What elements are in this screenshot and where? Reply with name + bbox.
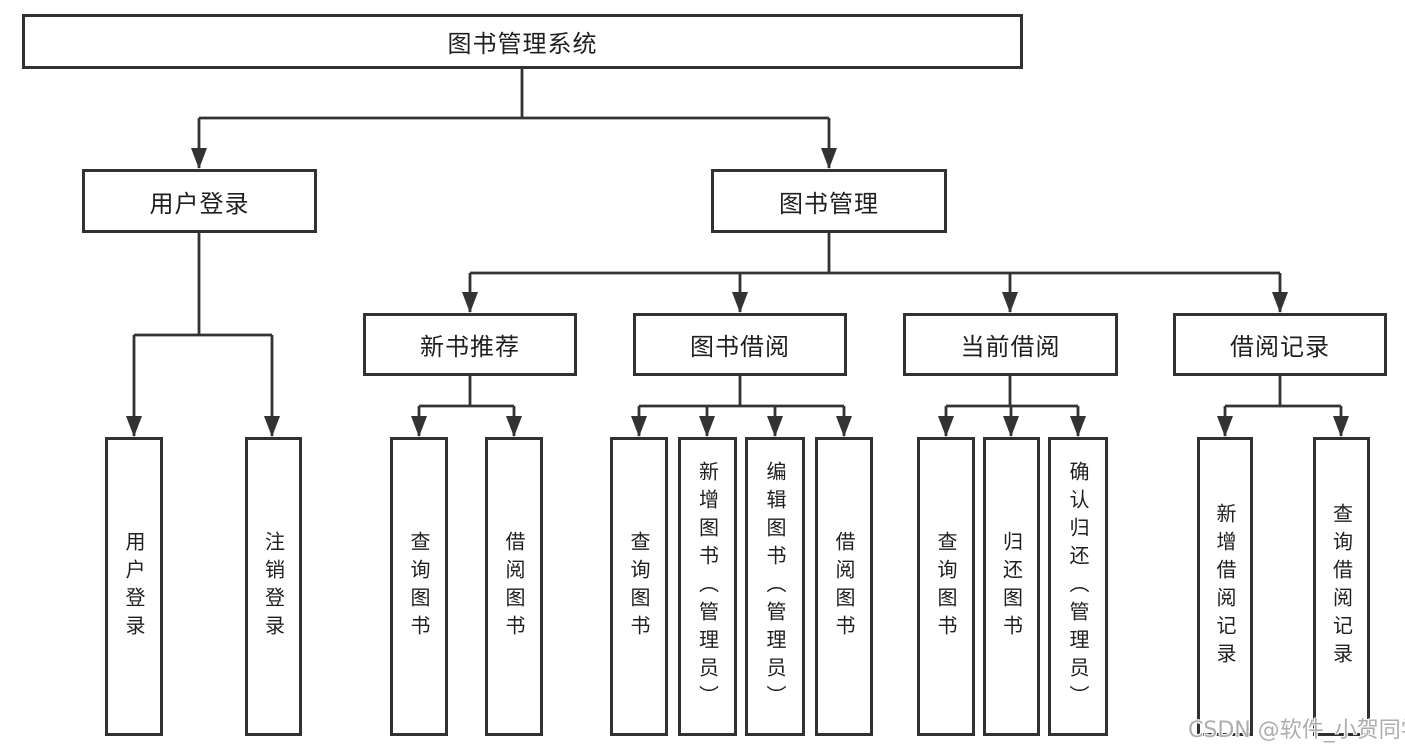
node-borrowing-records: 借阅记录 (1173, 313, 1387, 376)
node-current-borrowing: 当前借阅 (903, 313, 1118, 376)
leaf-borrow-books-2: 借阅图书 (815, 437, 873, 736)
leaf-confirm-return-admin: 确认归还（管理员） (1048, 437, 1108, 736)
leaf-return-books: 归还图书 (983, 437, 1040, 736)
leaf-query-borrow-record: 查询借阅记录 (1313, 437, 1370, 736)
leaf-add-book-admin: 新增图书（管理员） (678, 437, 737, 736)
node-book-management: 图书管理 (711, 169, 947, 233)
leaf-user-login: 用户登录 (105, 437, 163, 736)
leaf-add-borrow-record: 新增借阅记录 (1197, 437, 1253, 736)
arrowheads (126, 148, 1349, 437)
leaf-logout: 注销登录 (245, 437, 302, 736)
leaf-query-books-3: 查询图书 (917, 437, 975, 736)
node-root-system: 图书管理系统 (22, 14, 1023, 69)
node-new-book-recommend: 新书推荐 (363, 313, 577, 376)
leaf-borrow-books-1: 借阅图书 (485, 437, 543, 736)
node-book-borrowing: 图书借阅 (633, 313, 847, 376)
leaf-query-books-1: 查询图书 (390, 437, 448, 736)
leaf-query-books-2: 查询图书 (610, 437, 668, 736)
csdn-watermark: CSDN @软件_小贺同学 (1188, 718, 1405, 743)
node-user-login: 用户登录 (82, 169, 317, 233)
leaf-edit-book-admin: 编辑图书（管理员） (745, 437, 805, 736)
